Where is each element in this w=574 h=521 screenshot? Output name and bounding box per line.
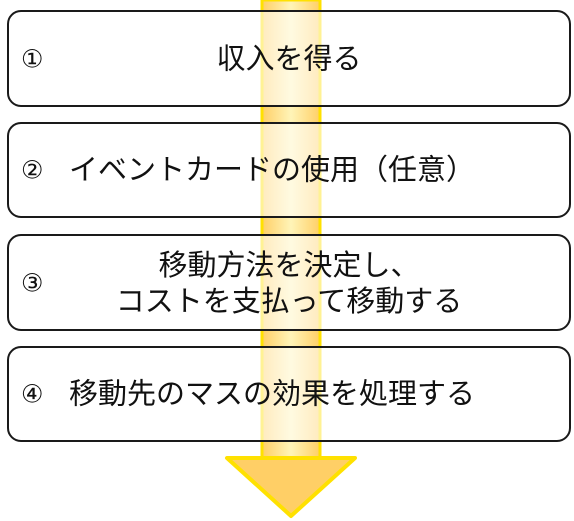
step-number: ③ (21, 268, 44, 297)
step-4-box: ④ 移動先のマスの効果を処理する (7, 346, 571, 442)
step-text: 移動先のマスの効果を処理する (69, 376, 476, 411)
step-text: 収入を得る (216, 41, 362, 76)
step-text-line-1: 移動方法を決定し、 (158, 247, 420, 282)
arrow-head (225, 456, 357, 518)
step-text: 移動方法を決定し、 コストを支払って移動する (9, 246, 569, 319)
step-1-box: ① 収入を得る (7, 10, 571, 107)
step-number: ① (21, 44, 44, 73)
step-text-line-2: コストを支払って移動する (115, 283, 463, 318)
step-number: ② (21, 155, 44, 185)
step-number: ④ (21, 379, 44, 409)
step-text: イベントカードの使用（任意） (69, 152, 476, 187)
step-2-box: ② イベントカードの使用（任意） (7, 122, 571, 218)
step-3-box: ③ 移動方法を決定し、 コストを支払って移動する (7, 234, 571, 331)
